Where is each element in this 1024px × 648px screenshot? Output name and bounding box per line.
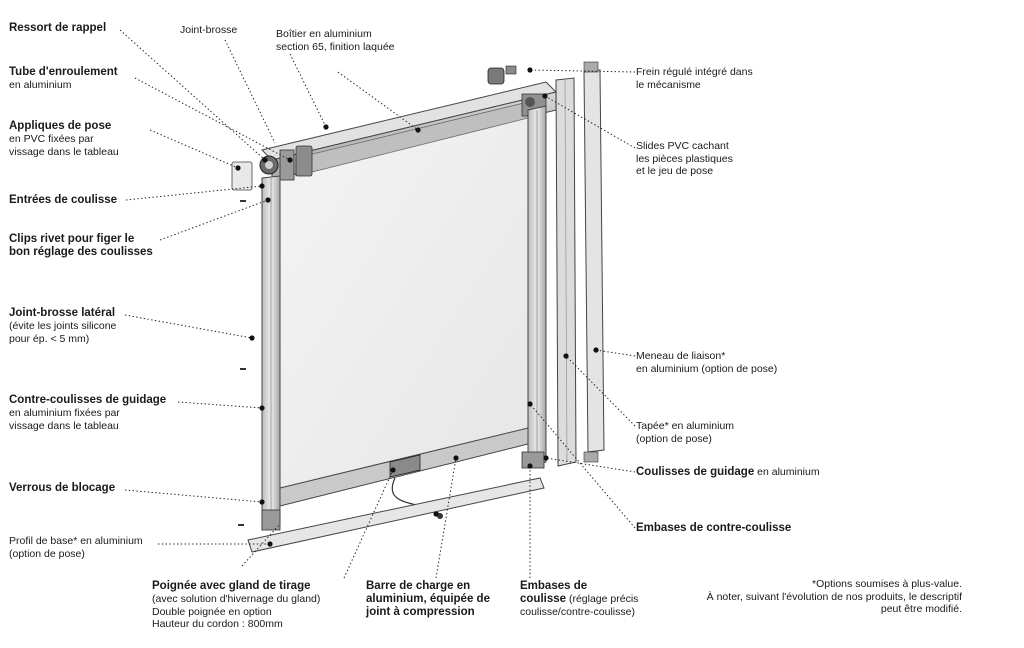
leader-dots — [235, 67, 599, 547]
left-endcap — [259, 145, 313, 181]
label-tube: Tube d'enroulement en aluminium — [9, 66, 118, 91]
label-joint-brosse: Joint-brosse — [180, 24, 238, 36]
label-poignee: Poignée avec gland de tirage (avec solut… — [152, 580, 321, 630]
label-meneau: Meneau de liaison* en aluminium (option … — [636, 350, 778, 375]
label-slides: Slides PVC cachant les pièces plastiques… — [636, 140, 733, 177]
label-joint-lateral: Joint-brosse latéral (évite les joints s… — [9, 307, 117, 345]
housing-box — [261, 81, 557, 181]
label-embases-coulisse: Embases de coulisse (réglage précis coul… — [520, 580, 639, 618]
label-appliques: Appliques de pose en PVC fixées par viss… — [9, 120, 119, 158]
label-contre-coulisses: Contre-coulisses de guidage en aluminium… — [9, 394, 167, 432]
base-profile — [247, 477, 545, 553]
right-guide-rail — [521, 105, 547, 469]
label-verrous: Verrous de blocage — [9, 482, 116, 494]
options-note: *Options soumises à plus-value. À noter,… — [706, 578, 962, 615]
left-guide-rail — [231, 161, 281, 531]
label-embases-contre: Embases de contre-coulisse — [636, 522, 792, 534]
label-frein: Frein régulé intégré dans le mécanisme — [636, 66, 753, 91]
tapee-profile — [555, 77, 577, 467]
label-coulisses: Coulisses de guidage en aluminium — [636, 466, 820, 478]
label-entrees: Entrées de coulisse — [9, 194, 118, 206]
meneau-profile — [583, 61, 605, 463]
label-boitier: Boîtier en aluminium section 65, finitio… — [276, 28, 395, 53]
label-ressort: Ressort de rappel — [9, 22, 107, 34]
label-barre: Barre de charge en aluminium, équipée de… — [366, 580, 490, 618]
label-tapee: Tapée* en aluminium (option de pose) — [636, 420, 735, 445]
screws — [238, 200, 246, 526]
load-bar — [279, 427, 529, 519]
leader-lines — [119, 29, 636, 579]
label-clips: Clips rivet pour figer le bon réglage de… — [9, 233, 153, 258]
label-profil: Profil de base* en aluminium (option de … — [9, 535, 143, 560]
